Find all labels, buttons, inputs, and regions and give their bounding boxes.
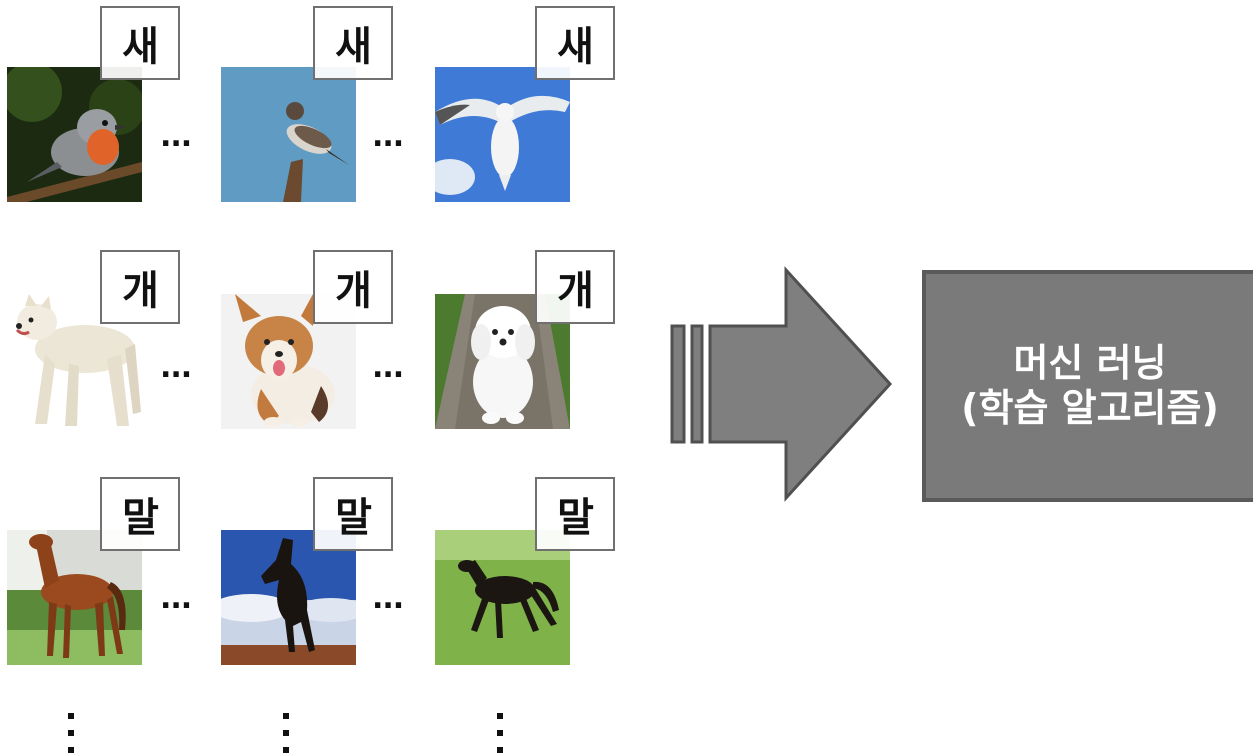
photo-seagull [435, 67, 570, 202]
vertical-ellipsis-col3 [497, 713, 503, 753]
photo-white-dog [7, 294, 142, 429]
photo-fluffy-dog [435, 294, 570, 429]
label-dog-1: 개 [100, 250, 180, 324]
label-horse-2: 말 [313, 477, 393, 551]
label-dog-3: 개 [535, 250, 615, 324]
ellipsis-row1-a: ... [160, 119, 192, 154]
photo-small-bird [221, 67, 356, 202]
arrow-right-icon [670, 266, 893, 502]
ellipsis-row3-b: ... [372, 581, 404, 616]
ellipsis-row2-b: ... [372, 350, 404, 385]
ml-box-subtitle: (학습 알고리즘) [961, 386, 1219, 430]
ellipsis-row1-b: ... [372, 119, 404, 154]
machine-learning-box: 머신 러닝 (학습 알고리즘) [922, 270, 1253, 502]
label-bird-1: 새 [100, 6, 180, 80]
ellipsis-row2-a: ... [160, 350, 192, 385]
label-dog-2: 개 [313, 250, 393, 324]
photo-chestnut-horse [7, 530, 142, 665]
ml-box-title: 머신 러닝 [1013, 341, 1167, 386]
photo-robin [7, 67, 142, 202]
vertical-ellipsis-col2 [283, 713, 289, 753]
photo-running-horse [435, 530, 570, 665]
vertical-ellipsis-col1 [68, 713, 74, 753]
label-bird-3: 새 [535, 6, 615, 80]
label-horse-3: 말 [535, 477, 615, 551]
ellipsis-row3-a: ... [160, 581, 192, 616]
label-horse-1: 말 [100, 477, 180, 551]
label-bird-2: 새 [313, 6, 393, 80]
photo-rearing-horse [221, 530, 356, 665]
